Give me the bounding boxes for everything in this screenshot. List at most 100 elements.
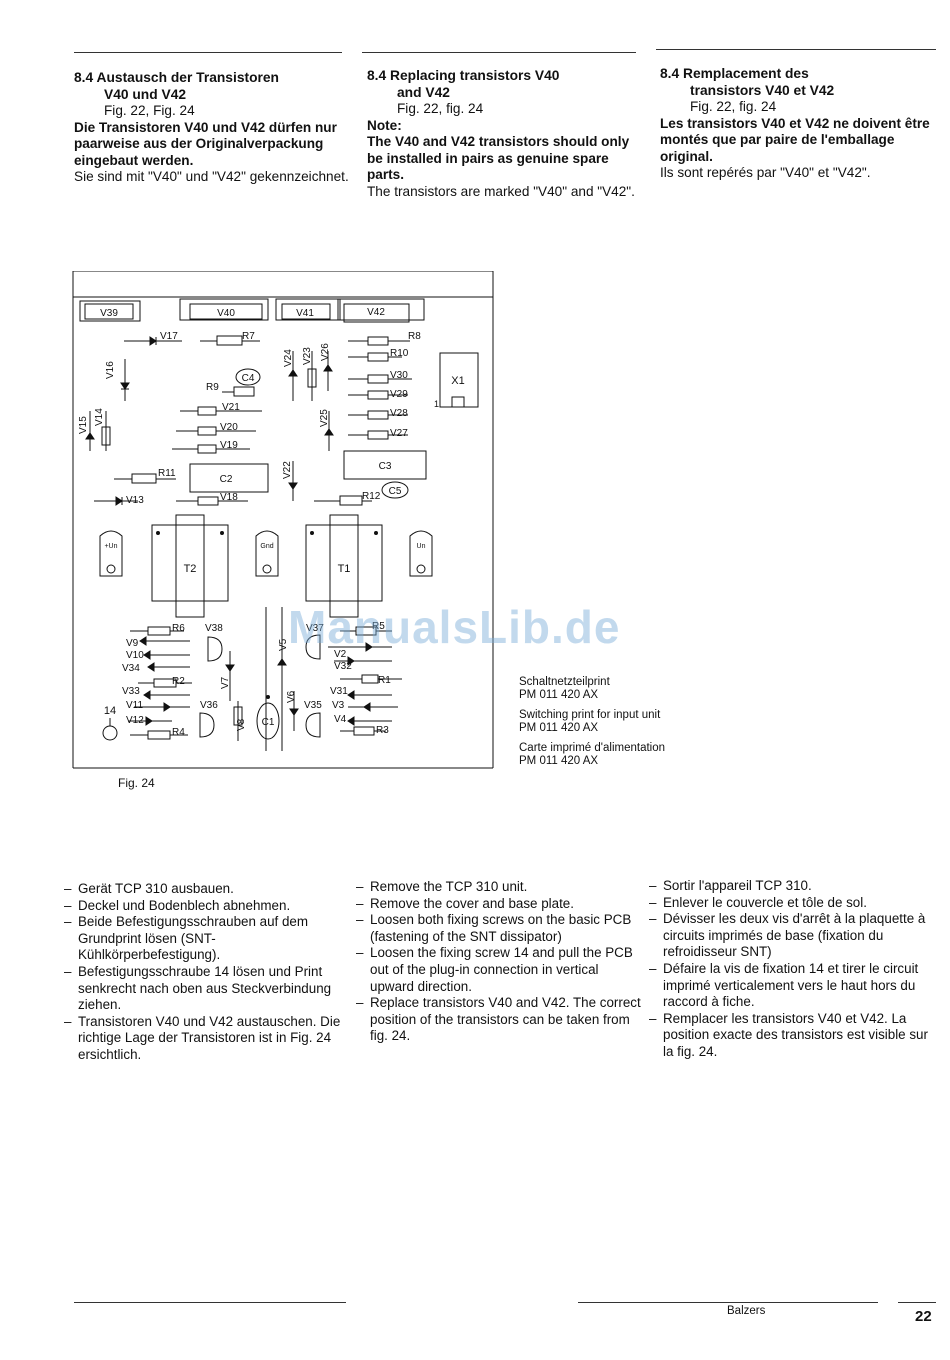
v11-label: V11: [126, 700, 143, 711]
caption-french: Carte imprimé d'alimentation PM 011 420 …: [519, 742, 666, 767]
figure-reference: Fig. 22, fig. 24: [690, 99, 777, 114]
heading-german: 8.4 Austausch der Transistoren V40 und V…: [74, 70, 279, 102]
v24-label: V24: [283, 349, 294, 367]
list-item: Sortir l'appareil TCP 310.: [647, 878, 937, 895]
transistor-v40: V40: [179, 298, 269, 321]
v30-label: V30: [390, 370, 408, 381]
footer-brand: Balzers: [727, 1305, 766, 1317]
list-item: Enlever le couvercle et tôle de sol.: [647, 895, 937, 912]
list-item: Gerät TCP 310 ausbauen.: [62, 881, 354, 898]
v20-label: V20: [220, 422, 238, 433]
section-french: 8.4 Remplacement des transistors V40 et …: [660, 66, 930, 182]
v9-label: V9: [126, 638, 139, 649]
note-label: Note:: [367, 117, 402, 133]
watermark: ManualsLib.de: [288, 601, 621, 653]
transformer-t2: T2: [151, 514, 229, 618]
caption-german: Schaltnetzteilprint PM 011 420 AX: [519, 676, 610, 701]
v10-label: V10: [126, 650, 144, 661]
list-item: Beide Befestigungsschrauben auf dem Grun…: [62, 914, 354, 964]
list-item: Deckel und Bodenblech abnehmen.: [62, 898, 354, 915]
v36-label: V36: [200, 700, 218, 711]
list-item: Dévisser les deux vis d'arrêt à la plaqu…: [647, 911, 937, 961]
v14-label: V14: [94, 408, 105, 426]
v17-label: V17: [160, 331, 178, 342]
v22-label: V22: [282, 461, 293, 479]
transistor-v42: V42: [337, 298, 425, 323]
r1-label: R1: [378, 675, 391, 686]
v35-label: V35: [304, 700, 322, 711]
v34-label: V34: [122, 663, 140, 674]
steps-french: Sortir l'appareil TCP 310. Enlever le co…: [647, 878, 937, 1061]
v3-label: V3: [332, 700, 345, 711]
r2-label: R2: [172, 676, 185, 687]
v33-label: V33: [122, 686, 140, 697]
svg-text:T1: T1: [338, 563, 351, 575]
r8-label: R8: [408, 331, 421, 342]
r6-label: R6: [172, 623, 185, 634]
svg-text:Un: Un: [417, 543, 426, 550]
v5-label: V5: [278, 638, 289, 651]
top-rule-3: [656, 49, 936, 50]
list-item: Remove the TCP 310 unit.: [354, 879, 646, 896]
v26-label: V26: [320, 343, 331, 361]
marking-text: Sie sind mit "V40" und "V42" gekennzeich…: [74, 169, 349, 184]
section-german: 8.4 Austausch der Transistoren V40 und V…: [74, 70, 350, 186]
v7-label: V7: [220, 676, 231, 689]
svg-text:C1: C1: [262, 717, 275, 728]
page-number: 22: [915, 1308, 932, 1325]
capacitor-c1: C1: [256, 695, 280, 740]
svg-text:1: 1: [434, 399, 439, 409]
svg-text:+Un: +Un: [104, 543, 117, 550]
marking-text: Ils sont repérés par "V40" et "V42".: [660, 165, 871, 180]
list-item: Remove the cover and base plate.: [354, 896, 646, 913]
c5-label: C5: [389, 486, 402, 497]
regulator-un: Un: [409, 530, 433, 577]
v19-label: V19: [220, 440, 238, 451]
figure-label: Fig. 24: [118, 776, 155, 790]
transistor-v39: V39: [79, 300, 141, 322]
r7-label: R7: [242, 331, 255, 342]
svg-text:V39: V39: [100, 308, 118, 319]
warning-text: Die Transistoren V40 und V42 dürfen nur …: [74, 119, 337, 168]
v21-label: V21: [222, 402, 240, 413]
v31-label: V31: [330, 686, 348, 697]
list-item: Remplacer les transistors V40 et V42. La…: [647, 1011, 937, 1061]
footer-rule-2: [578, 1302, 878, 1303]
svg-text:V42: V42: [367, 307, 385, 318]
v27-label: V27: [390, 428, 408, 439]
pcb-diagram: V39 V40 V41 V42 V17 R7 V16 R9 C4 V21 V20…: [72, 270, 494, 769]
c2-label: C2: [220, 474, 233, 485]
footer-rule-3: [898, 1302, 936, 1303]
steps-german: Gerät TCP 310 ausbauen. Deckel und Boden…: [62, 881, 354, 1064]
v13-label: V13: [126, 495, 144, 506]
svg-text:T2: T2: [184, 563, 197, 575]
v15-label: V15: [78, 416, 89, 434]
list-item: Befestigungsschraube 14 lösen und Print …: [62, 964, 354, 1014]
transistor-v41: V41: [275, 298, 341, 321]
v25-label: V25: [319, 409, 330, 427]
c3-label: C3: [379, 461, 392, 472]
regulator-plus-un: +Un: [99, 530, 123, 577]
list-item: Loosen the fixing screw 14 and pull the …: [354, 945, 646, 995]
warning-text: Les transistors V40 et V42 ne doivent êt…: [660, 115, 930, 164]
warning-text: The V40 and V42 transistors should only …: [367, 134, 630, 182]
steps-english: Remove the TCP 310 unit. Remove the cove…: [354, 879, 646, 1045]
v32-label: V32: [334, 661, 352, 672]
figure-reference: Fig. 22, fig. 24: [397, 101, 484, 116]
regulator-gnd: Gnd: [255, 530, 279, 577]
r5-label: R5: [372, 621, 385, 632]
list-item: Loosen both fixing screws on the basic P…: [354, 912, 646, 945]
v8-label: V8: [236, 718, 247, 731]
footer-rule-1: [74, 1302, 346, 1303]
svg-text:X1: X1: [451, 375, 464, 387]
v4-label: V4: [334, 714, 347, 725]
top-rule-1: [74, 52, 342, 53]
svg-text:V40: V40: [217, 308, 235, 319]
c4-label: C4: [242, 373, 255, 384]
pad-14: 14: [102, 705, 118, 741]
marking-text: The transistors are marked "V40" and "V4…: [367, 183, 635, 199]
transformer-t1: T1: [305, 514, 383, 618]
top-rule-2: [362, 52, 636, 53]
list-item: Replace transistors V40 and V42. The cor…: [354, 995, 646, 1045]
r4-label: R4: [172, 727, 185, 738]
